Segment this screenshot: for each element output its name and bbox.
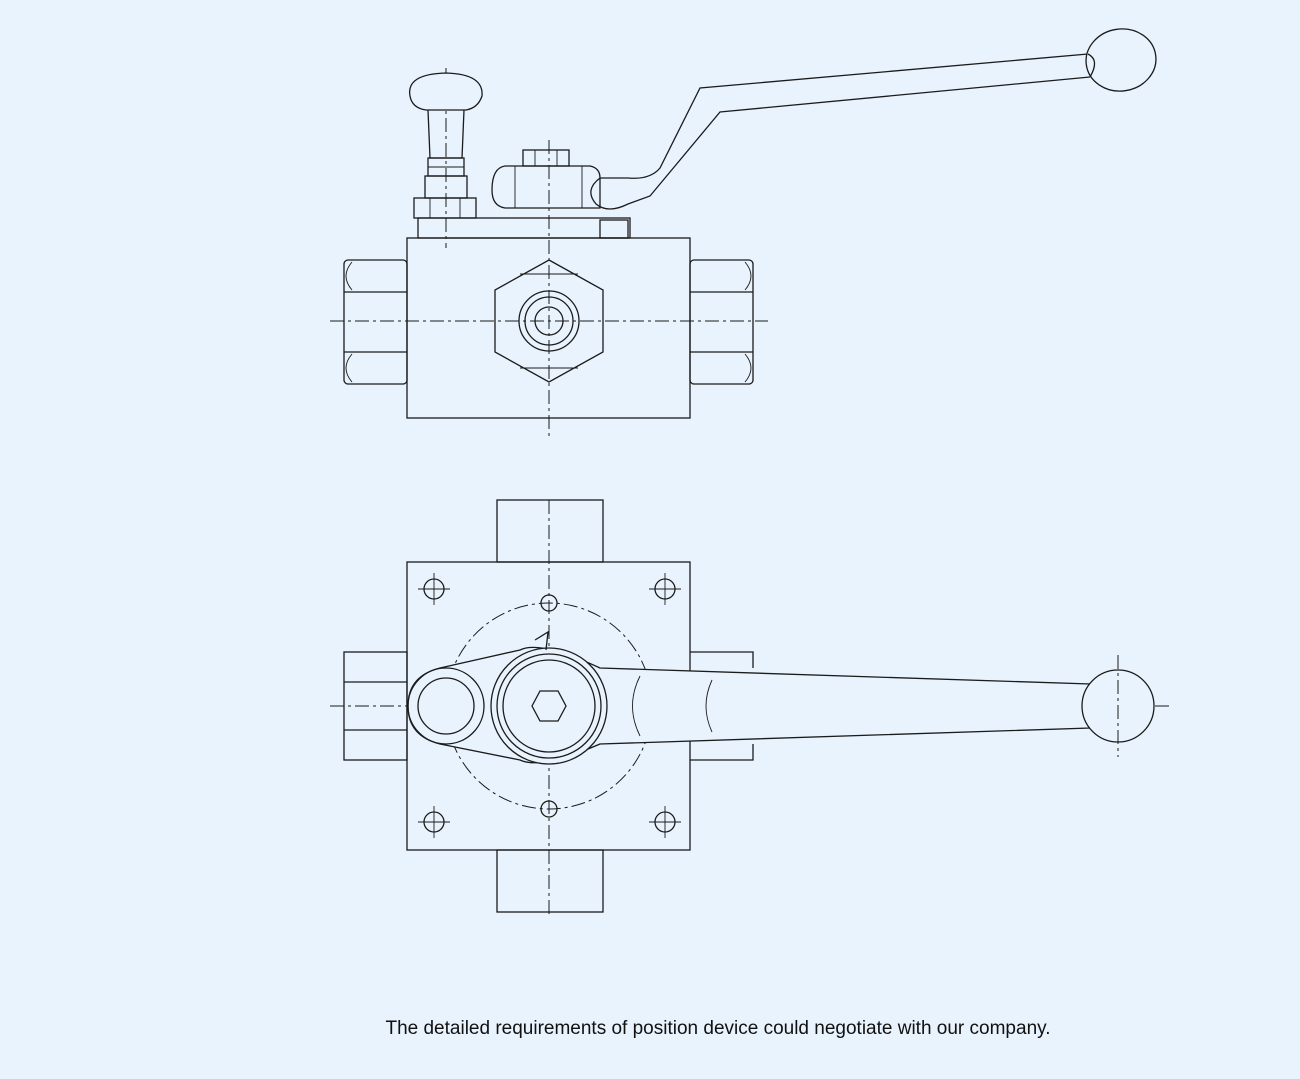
top-plate <box>417 217 631 239</box>
caption-note: The detailed requirements of position de… <box>385 1018 1051 1039</box>
position-lock-knob <box>409 72 483 219</box>
stem-nut <box>491 149 629 239</box>
ball-valve-technical-drawing <box>330 28 1170 918</box>
left-port-fitting-top <box>343 651 408 761</box>
mounting-holes <box>418 573 681 838</box>
top-port-fitting <box>496 499 604 563</box>
right-port-fitting <box>689 259 754 385</box>
bottom-port-fitting <box>496 849 604 913</box>
stem-hub-top <box>490 630 608 765</box>
front-view <box>330 28 1157 437</box>
left-port-fitting <box>343 259 408 385</box>
front-port-hex <box>494 259 604 383</box>
top-view <box>330 499 1170 918</box>
lock-pin-top <box>407 667 485 745</box>
right-port-fitting-top <box>690 651 754 761</box>
lever-handle-front <box>590 28 1157 210</box>
